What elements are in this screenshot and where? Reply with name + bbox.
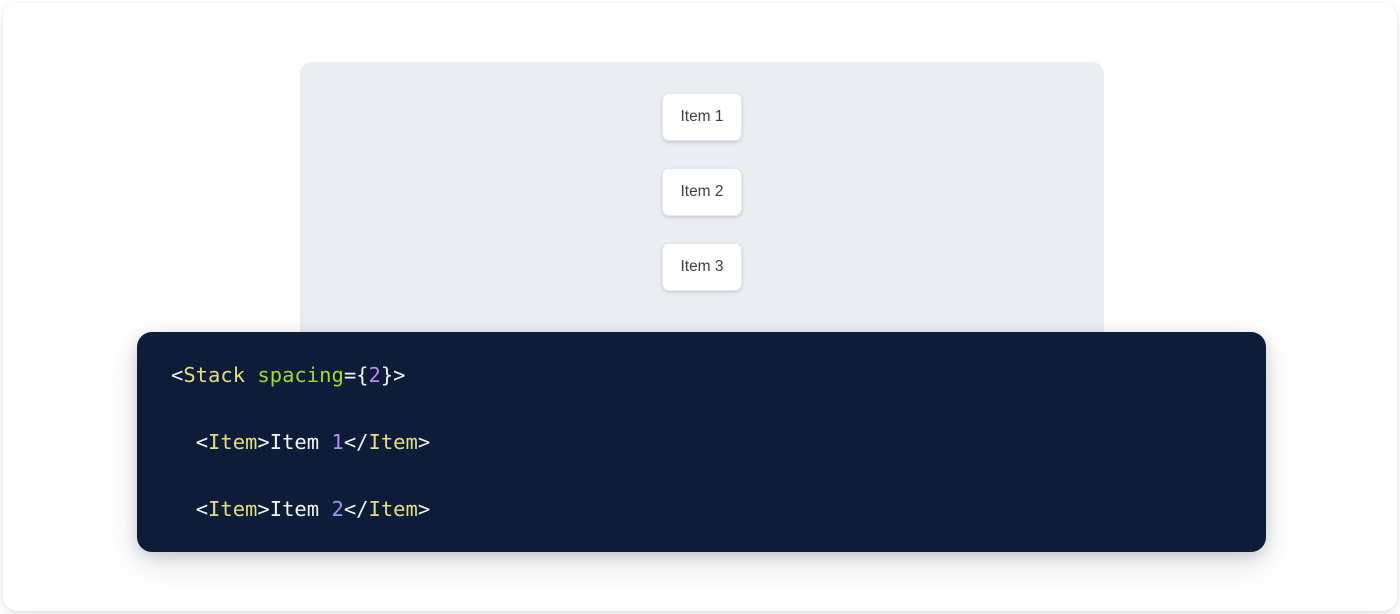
code-token-tag: Item: [368, 430, 418, 455]
code-token-punctuation: [245, 363, 257, 387]
code-token-punctuation: >: [257, 430, 270, 455]
code-token-tag: Stack: [183, 363, 246, 387]
stack-item-3[interactable]: Item 3: [662, 243, 742, 291]
stack-item-2[interactable]: Item 2: [662, 168, 742, 216]
code-token-punctuation: >: [417, 430, 431, 455]
code-token-punctuation: >: [417, 497, 431, 522]
code-token-attribute: spacing: [257, 363, 344, 387]
code-token-tag: Item: [208, 497, 258, 522]
code-token-number: 1: [331, 430, 344, 455]
code-token-punctuation: >: [257, 497, 270, 522]
stack-item-label: Item 3: [680, 258, 724, 275]
code-token-punctuation: <: [195, 497, 209, 522]
code-token-punctuation: <: [195, 430, 209, 455]
stack-item-1[interactable]: Item 1: [662, 93, 742, 141]
code-token-punctuation: </: [343, 497, 369, 522]
code-token-number: 2: [368, 363, 381, 387]
code-token-punctuation: <: [171, 363, 184, 387]
code-token-text: Item: [269, 430, 332, 455]
stack-item-label: Item 1: [680, 108, 724, 125]
code-line-3: <Item>Item 2</Item>: [171, 493, 431, 527]
code-block[interactable]: <Stack spacing={2}> <Item>Item 1</Item> …: [171, 359, 430, 552]
code-line-2: <Item>Item 1</Item>: [171, 426, 431, 460]
stack-item-label: Item 2: [680, 183, 724, 200]
stack-container: Item 1 Item 2 Item 3: [300, 93, 1104, 291]
code-snippet-panel: <Stack spacing={2}> <Item>Item 1</Item> …: [137, 332, 1266, 552]
code-token-text: Item: [269, 497, 332, 522]
code-token-punctuation: </: [343, 430, 369, 455]
code-line-1: <Stack spacing={2}>: [171, 359, 430, 393]
code-token-number: 2: [331, 497, 344, 522]
code-token-punctuation: ={: [343, 363, 369, 387]
code-token-punctuation: }>: [380, 363, 406, 387]
code-token-tag: Item: [368, 497, 418, 522]
stack-preview-surface: Item 1 Item 2 Item 3: [300, 62, 1104, 362]
code-token-tag: Item: [208, 430, 258, 455]
